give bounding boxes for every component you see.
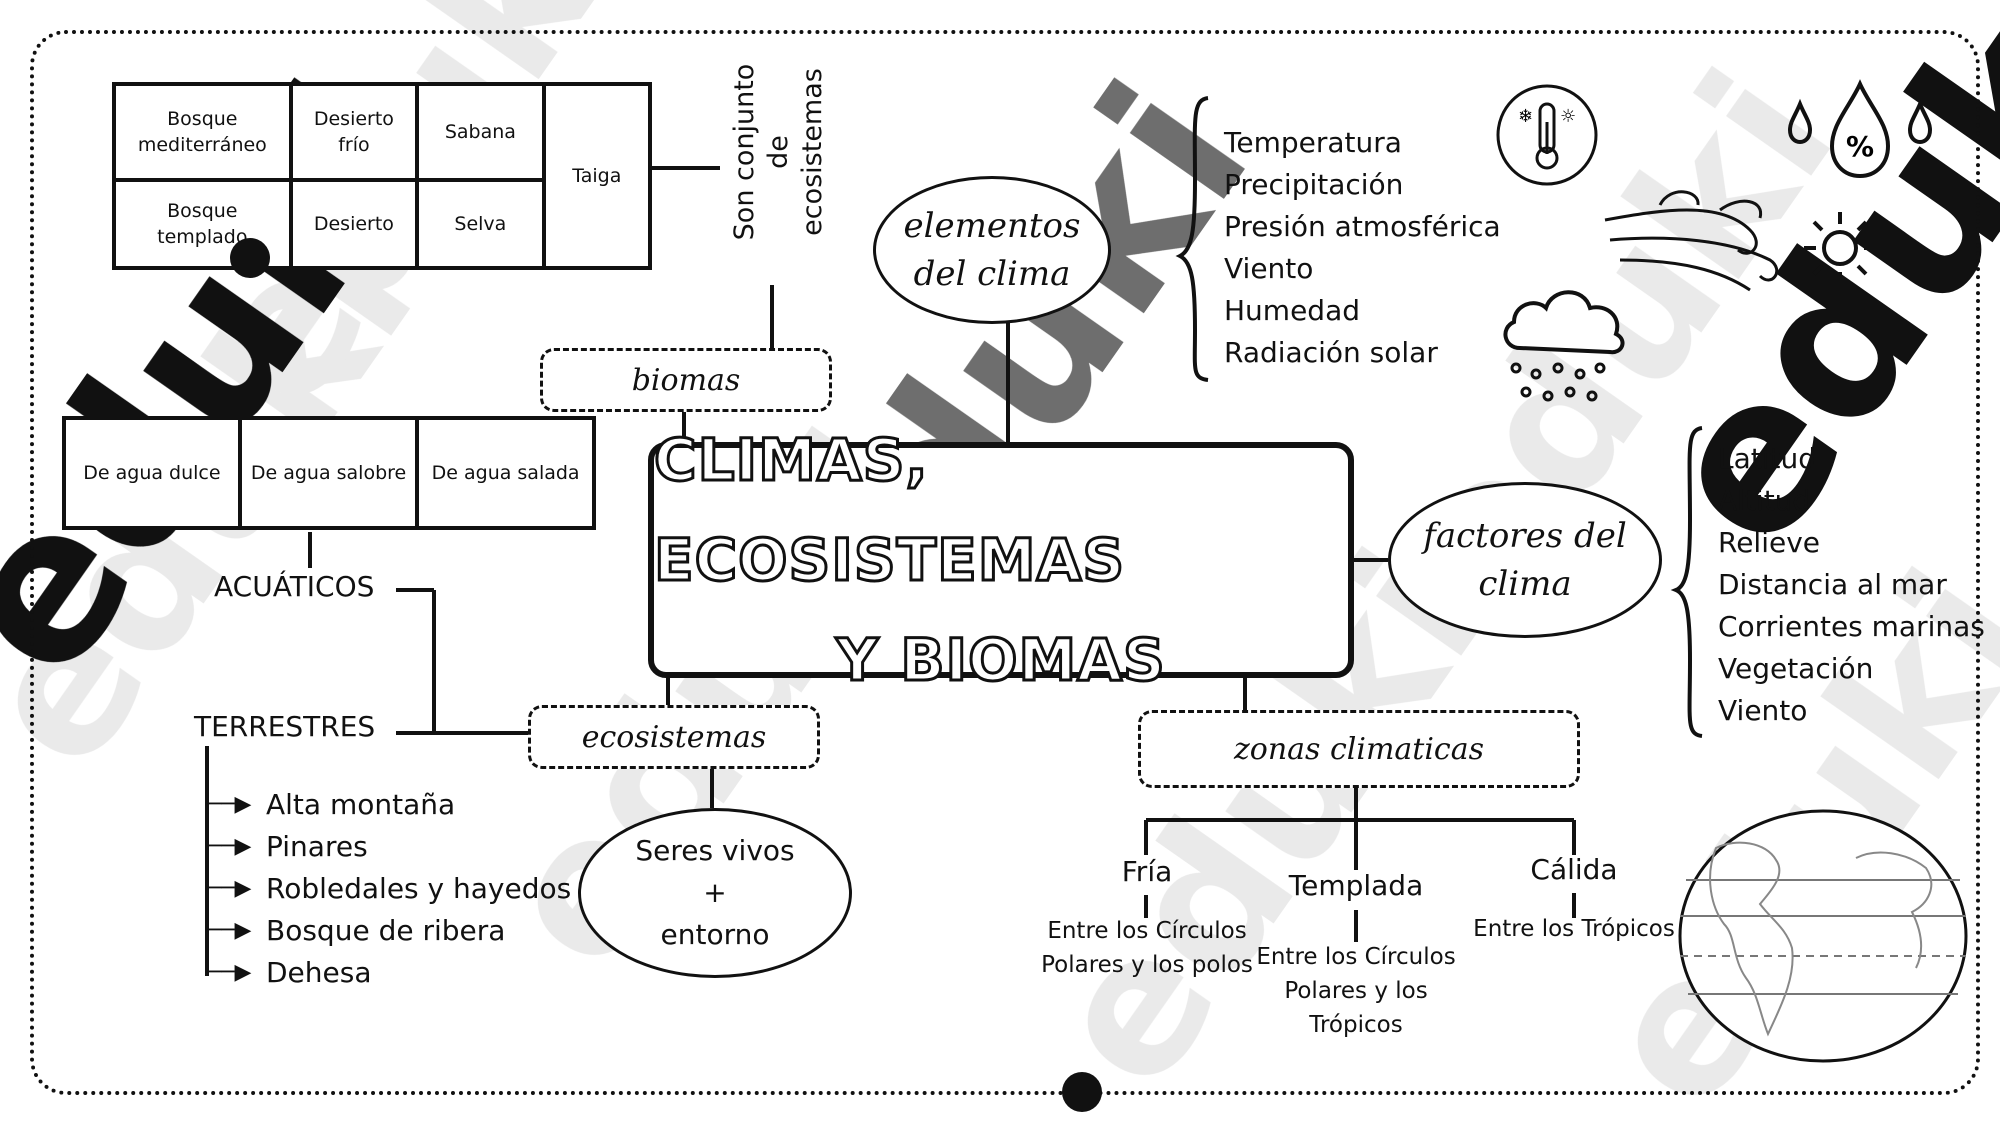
zona-desc: Entre los Círculos [1256,944,1456,970]
list-item: Humedad [1224,294,1361,327]
arrow-right-icon: ──▶ [208,834,252,859]
seres-vivos-oval: Seres vivos + entorno [578,808,852,978]
zona-calida: Cálida Entre los Trópicos [1464,850,1684,946]
zona-desc: Trópicos [1309,1012,1403,1038]
table-cell: De agua dulce [62,416,242,530]
table-cell: Sabana [415,82,546,182]
oval-line: clima [1478,564,1572,604]
table-cell: De agua salobre [237,416,420,530]
table-cell-taiga: Taiga [541,82,653,270]
elementos-list: Temperatura Precipitación Presión atmosf… [1224,122,1501,374]
list-item: ──▶ Pinares [208,826,571,868]
list-item: Temperatura [1224,126,1402,159]
main-title: CLIMAS, ECOSISTEMAS Y BIOMAS [648,425,1354,696]
terrestres-list: ──▶ Alta montaña ──▶ Pinares ──▶ Robledales… [208,784,571,994]
zona-desc: Entre los Círculos [1047,918,1247,944]
acuaticos-table: De agua dulce De agua salobre De agua sa… [62,416,596,530]
list-item: Relieve [1718,526,1821,559]
acuaticos-label: ACUÁTICOS [214,570,375,603]
arrow-right-icon: ──▶ [208,792,252,817]
list-item: Altitud [1718,484,1811,517]
list-item: ──▶ Alta montaña [208,784,571,826]
arrow-right-icon: ──▶ [208,960,252,985]
zona-fria: Fría Entre los Círculos Polares y los po… [1036,852,1258,982]
ecosistemas-tag: ecosistemas [528,705,820,769]
oval-line: Seres vivos [635,834,795,867]
biomas-note-line: Son conjunto [729,63,760,241]
list-item-label: Dehesa [266,956,372,989]
zona-templada: Templada Entre los Círculos Polares y lo… [1250,866,1462,1042]
dotted-frame [30,30,1980,1095]
list-item: Presión atmosférica [1224,210,1501,243]
globe-icon [1678,809,1968,1063]
list-item: ──▶ Dehesa [208,952,571,994]
sun-icon [1804,212,1876,284]
list-item: Vegetación [1718,652,1874,685]
list-item: Precipitación [1224,168,1404,201]
biomas-note-line: de ecosistemas [763,68,828,236]
list-item: Corrientes marinas [1718,610,1985,643]
table-cell: Bosque templado [112,178,293,270]
rain-cloud-icon [1503,290,1625,402]
svg-text:❄: ❄ [1518,106,1533,127]
thermometer-icon: ❄ ☼ [1496,84,1598,186]
list-item: Distancia al mar [1718,568,1947,601]
list-item: Viento [1224,252,1314,285]
zona-desc: Entre los Trópicos [1473,916,1675,942]
factores-list: Latitud Altitud Relieve Distancia al mar… [1718,438,1985,732]
table-cell: Bosque mediterráneo [112,82,293,182]
decor-dot [1062,1072,1102,1112]
elementos-del-clima-oval: elementos del clima [873,176,1111,324]
zona-name: Fría [1121,855,1173,888]
svg-text:☼: ☼ [1560,106,1576,127]
svg-text:%: % [1846,130,1874,163]
arrow-right-icon: ──▶ [208,918,252,943]
oval-line: factores del [1423,516,1627,556]
terrestres-label: TERRESTRES [194,710,376,743]
title-line: CLIMAS, ECOSISTEMAS [653,425,1126,596]
table-cell: Desierto frío [288,82,420,182]
list-item: ──▶ Robledales y hayedos [208,868,571,910]
table-cell: De agua salada [415,416,596,530]
decor-dot [230,238,270,278]
list-item-label: Pinares [266,830,368,863]
title-line: Y BIOMAS [835,625,1167,696]
list-item-label: Robledales y hayedos [266,872,572,905]
biomas-note: Son conjunto de ecosistemas [728,52,830,252]
table-cell: Selva [415,178,546,270]
list-item-label: Alta montaña [266,788,456,821]
wind-icon [1604,190,1779,292]
list-item-label: Bosque de ribera [266,914,506,947]
zona-desc: Polares y los [1284,978,1428,1004]
biomas-table: Bosque mediterráneo Desierto frío Sabana… [112,82,653,270]
factores-del-clima-oval: factores del clima [1388,482,1662,638]
table-cell: Desierto [288,178,420,270]
zona-desc: Polares y los polos [1041,952,1253,978]
oval-line: entorno [660,918,770,951]
humidity-drops-icon: % [1787,79,1933,179]
zona-name: Templada [1288,869,1424,902]
arrow-right-icon: ──▶ [208,876,252,901]
list-item: Viento [1718,694,1808,727]
oval-line: + [703,876,727,909]
list-item: Radiación solar [1224,336,1438,369]
list-item: ──▶ Bosque de ribera [208,910,571,952]
zonas-climaticas-tag: zonas climaticas [1138,710,1580,788]
oval-line: elementos [903,206,1081,246]
oval-line: del clima [913,254,1071,294]
list-item: Latitud [1718,442,1817,475]
biomas-tag: biomas [540,348,832,412]
zona-name: Cálida [1530,853,1618,886]
